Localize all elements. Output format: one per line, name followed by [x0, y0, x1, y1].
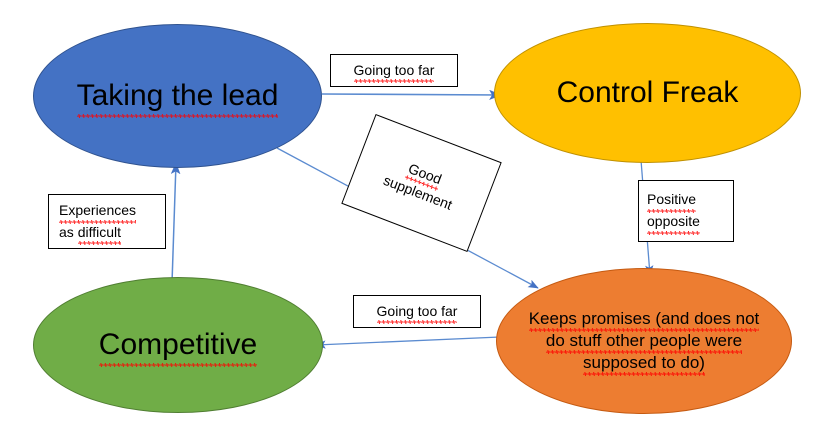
connector-label-going-too-far-bottom[interactable]: Going too far	[353, 295, 481, 328]
node-keeps-promises-line-3: supposed to do)	[583, 352, 705, 376]
node-keeps-promises[interactable]: Keeps promises (and does not do stuff ot…	[496, 268, 792, 414]
node-keeps-promises-line-2: do stuff other people were	[545, 331, 743, 354]
connector-competitive-to-lead	[170, 162, 181, 284]
node-keeps-promises-label: Keeps promises (and does not do stuff ot…	[521, 308, 768, 376]
connector-label-going-too-far-bottom-text: Going too far	[376, 301, 457, 325]
connector-label-going-too-far-top[interactable]: Going too far	[330, 54, 458, 87]
connector-label-positive-opposite-line-2: opposite	[647, 211, 700, 235]
connector-label-experiences-line-2: as difficult	[59, 222, 122, 245]
node-keeps-promises-line-1: Keeps promises (and does not	[528, 309, 760, 332]
connector-label-positive-opposite-line-1: Positive	[647, 189, 697, 213]
node-competitive-label: Competitive	[91, 326, 265, 368]
connector-label-positive-opposite[interactable]: Positive opposite	[638, 180, 734, 242]
connector-lead-to-control-freak	[321, 89, 502, 101]
node-control-freak-label: Control Freak	[556, 75, 739, 109]
connector-label-experiences-as-difficult[interactable]: Experiences as difficult	[48, 194, 166, 249]
connector-label-experiences-line-1: Experiences	[59, 200, 137, 224]
connector-label-good-supplement[interactable]: Good supplement	[341, 113, 502, 253]
node-taking-the-lead[interactable]: Taking the lead	[33, 24, 322, 168]
node-control-freak[interactable]: Control Freak	[494, 23, 801, 163]
node-competitive[interactable]: Competitive	[33, 277, 323, 413]
node-taking-the-lead-label: Taking the lead	[69, 77, 287, 119]
connector-keeps-promises-to-competitive	[315, 336, 501, 349]
connector-label-going-too-far-top-text: Going too far	[353, 60, 434, 84]
